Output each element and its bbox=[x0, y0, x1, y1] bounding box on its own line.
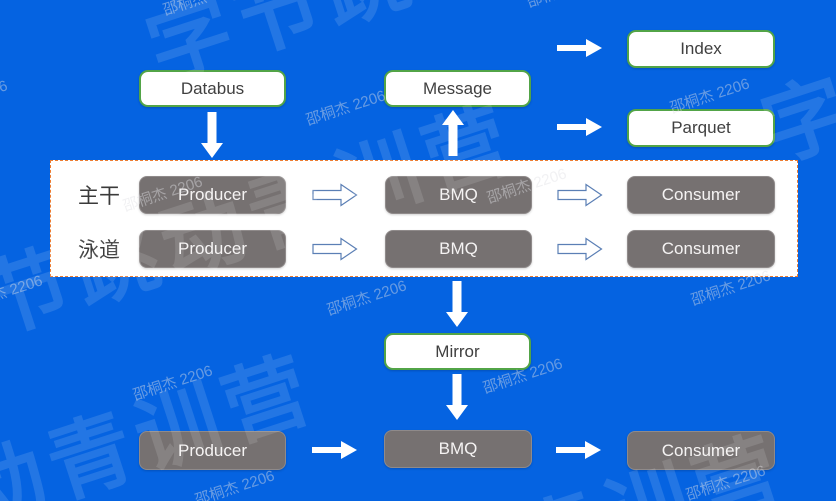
watermark-small-text: 邵桐杰 2206 bbox=[130, 362, 215, 405]
node-producer-bottom-label: Producer bbox=[178, 440, 247, 460]
lane-label-swimlane: 泳道 bbox=[68, 237, 130, 262]
watermark-small-text: 邵桐杰 2206 bbox=[160, 0, 245, 20]
arrow-producer-to-bmq-bottom-icon bbox=[312, 441, 357, 459]
node-databus-label: Databus bbox=[180, 78, 245, 98]
watermark-small-text: 邵桐杰 2206 bbox=[324, 277, 409, 320]
watermark-large-text: 字节跳动青训营 bbox=[0, 340, 328, 501]
node-producer-trunk-label: Producer bbox=[178, 185, 247, 204]
node-consumer-bottom-label: Consumer bbox=[661, 440, 741, 460]
node-consumer-bottom: Consumer bbox=[627, 431, 775, 470]
hollow-arrow-trunk-right-icon bbox=[557, 183, 603, 207]
arrow-mirror-to-bmq-down-icon bbox=[446, 374, 468, 420]
node-bmq-bottom: BMQ bbox=[384, 430, 532, 468]
node-message-label: Message bbox=[423, 78, 492, 98]
hollow-arrow-swimlane-right-icon bbox=[557, 237, 603, 261]
watermark-small-text: 邵桐杰 2206 bbox=[524, 0, 609, 12]
watermark-small-text: 邵桐杰 2206 bbox=[0, 77, 10, 119]
node-databus: Databus bbox=[139, 70, 286, 107]
hollow-arrow-swimlane-left-icon bbox=[312, 237, 358, 261]
lane-label-trunk-text: 主干 bbox=[78, 185, 120, 208]
node-bmq-bottom-label: BMQ bbox=[438, 439, 478, 458]
node-bmq-trunk-label: BMQ bbox=[439, 185, 478, 204]
node-producer-swimlane: Producer bbox=[139, 230, 286, 268]
node-producer-trunk: Producer bbox=[139, 176, 286, 214]
node-index: Index bbox=[627, 30, 775, 68]
watermark-large-text: 字节跳动青训营 bbox=[751, 0, 836, 179]
lane-label-trunk: 主干 bbox=[68, 183, 130, 208]
node-bmq-trunk: BMQ bbox=[385, 176, 532, 214]
node-producer-bottom: Producer bbox=[139, 431, 286, 470]
arrow-band-to-mirror-down-icon bbox=[446, 281, 468, 327]
node-mirror: Mirror bbox=[384, 333, 531, 370]
watermark-small-text: 邵桐杰 2206 bbox=[303, 87, 388, 130]
arrow-bmq-to-consumer-bottom-icon bbox=[556, 441, 601, 459]
arrow-to-parquet-icon bbox=[557, 118, 602, 136]
arrow-to-index-icon bbox=[557, 39, 602, 57]
node-bmq-swimlane-label: BMQ bbox=[439, 239, 478, 258]
hollow-arrow-trunk-left-icon bbox=[312, 183, 358, 207]
node-producer-swimlane-label: Producer bbox=[178, 239, 247, 258]
node-message: Message bbox=[384, 70, 531, 107]
arrow-databus-down-icon bbox=[201, 112, 223, 158]
node-index-label: Index bbox=[680, 39, 722, 58]
lane-label-swimlane-text: 泳道 bbox=[78, 239, 120, 262]
node-parquet-label: Parquet bbox=[671, 118, 731, 137]
node-parquet: Parquet bbox=[627, 109, 775, 147]
node-consumer-swimlane: Consumer bbox=[627, 230, 775, 268]
node-mirror-label: Mirror bbox=[435, 341, 480, 361]
node-consumer-trunk: Consumer bbox=[627, 176, 775, 214]
watermark-small-text: 邵桐杰 2206 bbox=[0, 272, 45, 315]
node-bmq-swimlane: BMQ bbox=[385, 230, 532, 268]
node-consumer-swimlane-label: Consumer bbox=[661, 239, 741, 258]
node-consumer-trunk-label: Consumer bbox=[661, 185, 741, 204]
arrow-band-to-message-up-icon bbox=[442, 110, 464, 156]
